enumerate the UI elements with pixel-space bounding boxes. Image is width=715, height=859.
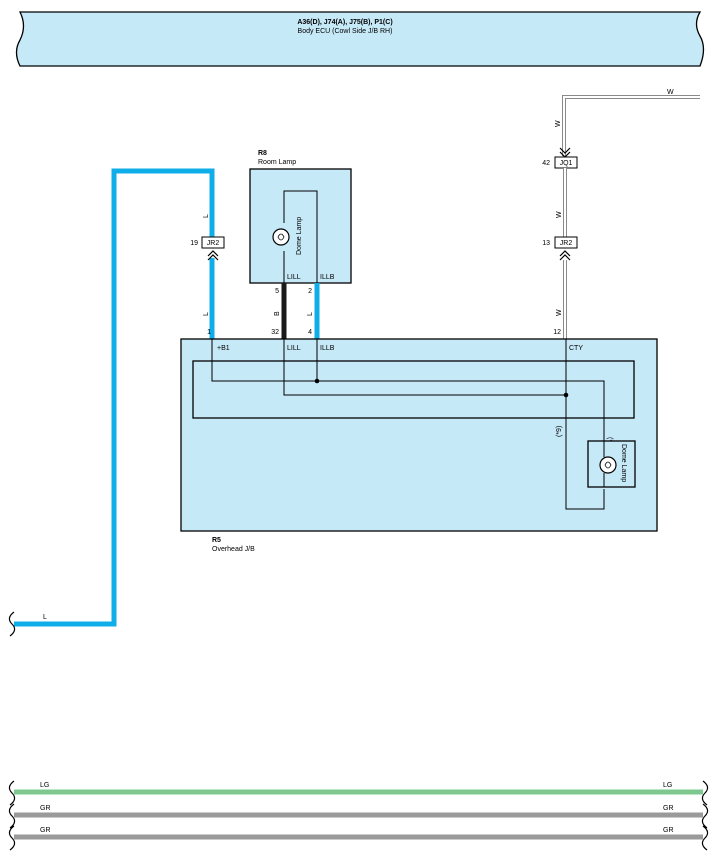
bottom-wire-2-left-label: GR: [40, 827, 51, 834]
body-ecu-subtitle: Body ECU (Cowl Side J/B RH): [298, 28, 393, 35]
connector-jr2-left: JR2 19: [190, 236, 225, 261]
bottom-wire-1-left-label: GR: [40, 805, 51, 812]
jb-pin-num-cty: 12: [553, 329, 561, 336]
room-pin-num-illb: 2: [308, 288, 312, 295]
jb-pin-num-b1: 1: [207, 329, 211, 336]
jr2-right-label: JR2: [560, 240, 573, 247]
jr2-right-pin: 13: [542, 240, 550, 247]
wire-label-w-mid: W: [556, 211, 563, 218]
body-ecu-title: A36(D), J74(A), J75(B), P1(C): [297, 19, 392, 26]
overhead-jb-r5: 1 32 4 12 +B1 LILL ILLB CTY (*9) (*9) Do…: [180, 329, 658, 553]
room-pin-lill: LILL: [287, 274, 301, 281]
wire-label-top-w: W: [667, 89, 674, 96]
jq1-label: JQ1: [560, 160, 573, 167]
wire-label-b-room: B: [274, 311, 281, 316]
wire-label-l-left-end: L: [43, 614, 47, 621]
room-pin-num-lill: 5: [275, 288, 279, 295]
room-pin-illb: ILLB: [320, 274, 335, 281]
wire-label-l-room: L: [307, 312, 314, 316]
jq1-pin: 42: [542, 160, 550, 167]
wire-label-l-upper: L: [203, 214, 210, 218]
body-ecu-banner: A36(D), J74(A), J75(B), P1(C) Body ECU (…: [15, 11, 705, 67]
bottom-wire-1-right-label: GR: [663, 805, 674, 812]
jb-note-left: (*9): [556, 426, 563, 437]
bottom-wire-0-left-label: LG: [40, 782, 49, 789]
jb-dome-bulb-icon: [599, 456, 617, 474]
jr2-left-label: JR2: [207, 240, 220, 247]
wire-label-w-lower: W: [556, 309, 563, 316]
jb-pin-b1: +B1: [217, 345, 230, 352]
jb-pin-num-illb: 4: [308, 329, 312, 336]
wire-w-top: W W: [555, 89, 700, 156]
wires-room-to-jb: 5 2 B L: [274, 283, 320, 339]
room-dome-lamp-label: Dome Lamp: [296, 217, 303, 255]
wire-w-middle: W: [556, 168, 567, 237]
bottom-wire-2-right-label: GR: [663, 827, 674, 834]
room-dome-bulb-icon: [272, 228, 290, 246]
jb-code: R5: [212, 537, 221, 544]
room-lamp-code: R8: [258, 150, 267, 157]
jb-name: Overhead J/B: [212, 546, 255, 553]
wire-w-lower: W: [556, 260, 567, 339]
jb-pin-num-lill: 32: [271, 329, 279, 336]
wire-label-w-upper: W: [555, 120, 562, 127]
wire-l-main: L L L: [8, 168, 215, 637]
connector-jr2-right: JR2 13: [542, 236, 578, 261]
jb-dome-lamp-label: Dome Lamp: [620, 444, 627, 482]
room-lamp-r8: R8 Room Lamp Dome Lamp LILL ILLB: [249, 150, 352, 284]
bottom-wires: LG LG GR GR GR GR: [8, 780, 709, 851]
jb-pin-cty: CTY: [569, 345, 583, 352]
wire-label-l-lower: L: [203, 312, 210, 316]
jb-pin-illb: ILLB: [320, 345, 335, 352]
room-lamp-name: Room Lamp: [258, 159, 296, 166]
jb-pin-lill: LILL: [287, 345, 301, 352]
connector-jq1: JQ1 42: [542, 147, 578, 169]
bottom-wire-0-right-label: LG: [663, 782, 672, 789]
jr2-left-pin: 19: [190, 240, 198, 247]
